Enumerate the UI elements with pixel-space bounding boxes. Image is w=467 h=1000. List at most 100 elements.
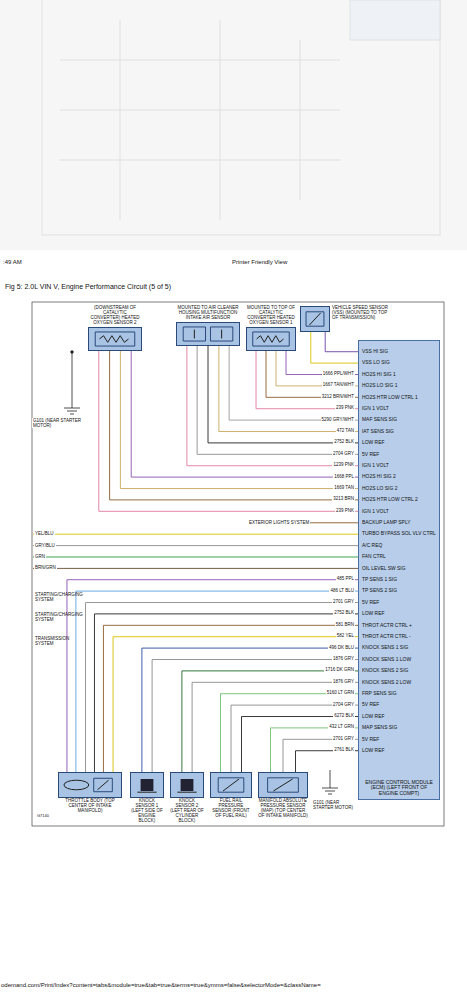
pin-label: TURBO BYPASS SOL VLV CTRL (362, 531, 436, 536)
pressure-sensor: FUEL RAIL PRESSURE SENSOR (FRONT OF FUEL… (210, 772, 252, 819)
circuit-label: 2701 GRY (332, 737, 355, 742)
pin-label: KNOCK SENS 2 LOW (362, 680, 411, 685)
left-wires (33, 523, 358, 569)
wire-color: BRN/GRN (34, 565, 57, 570)
circuit-label: 5290 GRY/WHT (321, 418, 355, 423)
pin-label: 5V REF (362, 452, 379, 457)
pin-label: FAN CTRL (362, 554, 386, 559)
pin-label: MAF SENS SIG (362, 417, 397, 422)
sensor-housing (88, 327, 142, 351)
component-name: (DOWNSTREAM OF CATALYTIC CONVERTER) HEAT… (88, 306, 142, 326)
page-header: Printer Friendly View (231, 259, 288, 266)
wire (103, 625, 358, 772)
sensor-housing (58, 772, 122, 798)
pin-label: IGN 1 VOLT (362, 406, 389, 411)
sensor-housing (130, 772, 164, 798)
pin-label: TP SENS 2 SIG (362, 588, 397, 593)
control-module: ENGINE CONTROL MODULE (ECM) (LEFT FRONT … (358, 340, 440, 800)
pin-label: VSS LO SIG (362, 360, 390, 365)
component-name: FUEL RAIL PRESSURE SENSOR (FRONT OF FUEL… (210, 799, 252, 819)
wire (131, 351, 358, 477)
wire (120, 351, 358, 489)
wire (67, 580, 358, 772)
pin-label: LOW REF (362, 611, 385, 616)
ground-symbol (322, 770, 338, 794)
sensor-housing (170, 772, 204, 798)
system-label: TRANSMISSION SYSTEM (34, 636, 66, 646)
wire (152, 660, 358, 772)
wire (296, 751, 359, 772)
page-url: odemand.com/Print/Index?content=tabs&mod… (0, 982, 322, 989)
throttle-body: THROTTLE BODY (TOP CENTER OF INTAKE MANI… (58, 772, 122, 814)
pin-label: THROT ACTR CTRL - (362, 634, 411, 639)
circuit-label: 239 PNK (335, 406, 355, 411)
circuit-label: 1668 PPL (333, 475, 355, 480)
circuit-label: 6272 BLK (333, 714, 355, 719)
circuit-label: 1239 PNK (332, 463, 355, 468)
sensor-housing (246, 327, 296, 351)
circuit-label: 2701 GRY (332, 600, 355, 605)
wire (86, 603, 358, 772)
sensor-symbol (59, 773, 121, 797)
sensor-symbol (211, 773, 251, 797)
circuit-label: 2752 BLK (333, 440, 355, 445)
component-name: THROTTLE BODY (TOP CENTER OF INTAKE MANI… (58, 799, 122, 814)
pin-label: HO2S HTR LOW CTRL 1 (362, 395, 418, 400)
sensor-symbol (301, 307, 329, 331)
wire-color: GRY/BLU (34, 543, 56, 548)
pin-label: MAP SENS SIG (362, 725, 397, 730)
wire (266, 351, 358, 398)
pin-label: LOW REF (362, 440, 385, 445)
sensor-housing (176, 322, 240, 346)
wire (142, 648, 358, 772)
wire-color: YEL/BLU (34, 531, 55, 536)
system-label: STARTING/CHARGING SYSTEM (34, 592, 66, 602)
pin-label: IAT SENS SIG (362, 429, 394, 434)
wire (94, 614, 358, 772)
wire (192, 682, 358, 772)
wire (231, 705, 358, 772)
pin-label: THROT ACTR CTRL + (362, 623, 412, 628)
sensor-housing (300, 306, 330, 332)
wire (76, 591, 358, 772)
pin-label: IGN 1 VOLT (362, 463, 389, 468)
wire (110, 351, 358, 500)
pin-label: HO2S HI SIG 2 (362, 474, 396, 479)
circuit-label: 2704 GRY (332, 452, 355, 457)
circuit-label: 1876 GRY (332, 657, 355, 662)
wire-group (67, 332, 358, 772)
air-sensor: MOUNTED TO AIR CLEANER HOUSING MULTIFUNC… (176, 306, 240, 346)
pin-label: OIL LEVEL SW SIG (362, 566, 406, 571)
pin-label: LOW REF (362, 714, 385, 719)
circuit-label: 486 LT BLU (329, 589, 355, 594)
sensor-symbol (177, 323, 239, 345)
oxygen-sensor: (DOWNSTREAM OF CATALYTIC CONVERTER) HEAT… (88, 306, 142, 351)
pin-label: VSS HI SIG (362, 349, 388, 354)
circuit-label: 1669 TAN (333, 486, 355, 491)
circuit-label: 1876 GRY (332, 680, 355, 685)
wire (276, 351, 358, 386)
circuit-label: 239 PNK (335, 509, 355, 514)
circuit-label: 472 TAN (336, 429, 355, 434)
ground-label: G101 (NEAR STARTER MOTOR) (32, 418, 86, 428)
pin-label: HO2S HTR LOW CTRL 2 (362, 497, 418, 502)
component-name: MANIFOLD ABSOLUTE PRESSURE SENSOR (MAP) … (258, 799, 308, 819)
pin-label: IGN 1 VOLT (362, 509, 389, 514)
circuit-label: 3213 BRN (332, 497, 355, 502)
circuit-label: 432 LT GRN (328, 725, 355, 730)
pin-label: 5V REF (362, 702, 379, 707)
wire (208, 346, 358, 443)
pin-label: HO2S LO SIG 2 (362, 486, 397, 491)
pin-label: HO2S LO SIG 1 (362, 383, 397, 388)
wire (113, 637, 358, 772)
speed-sensor: VEHICLE SPEED SENSOR (VSS) (MOUNTED TO T… (300, 306, 390, 332)
component-name: MOUNTED TO AIR CLEANER HOUSING MULTIFUNC… (176, 306, 240, 321)
clock-time: :49 AM (2, 259, 23, 266)
circuit-label: 581 BRN (335, 623, 355, 628)
circuit-label: 2704 GRY (332, 703, 355, 708)
circuit-label: 3212 BRN/WHT (321, 395, 355, 400)
wire (286, 351, 358, 375)
circuit-label: 1667 TAN/WHT (322, 383, 355, 388)
figure-code: G7140 (36, 814, 50, 819)
